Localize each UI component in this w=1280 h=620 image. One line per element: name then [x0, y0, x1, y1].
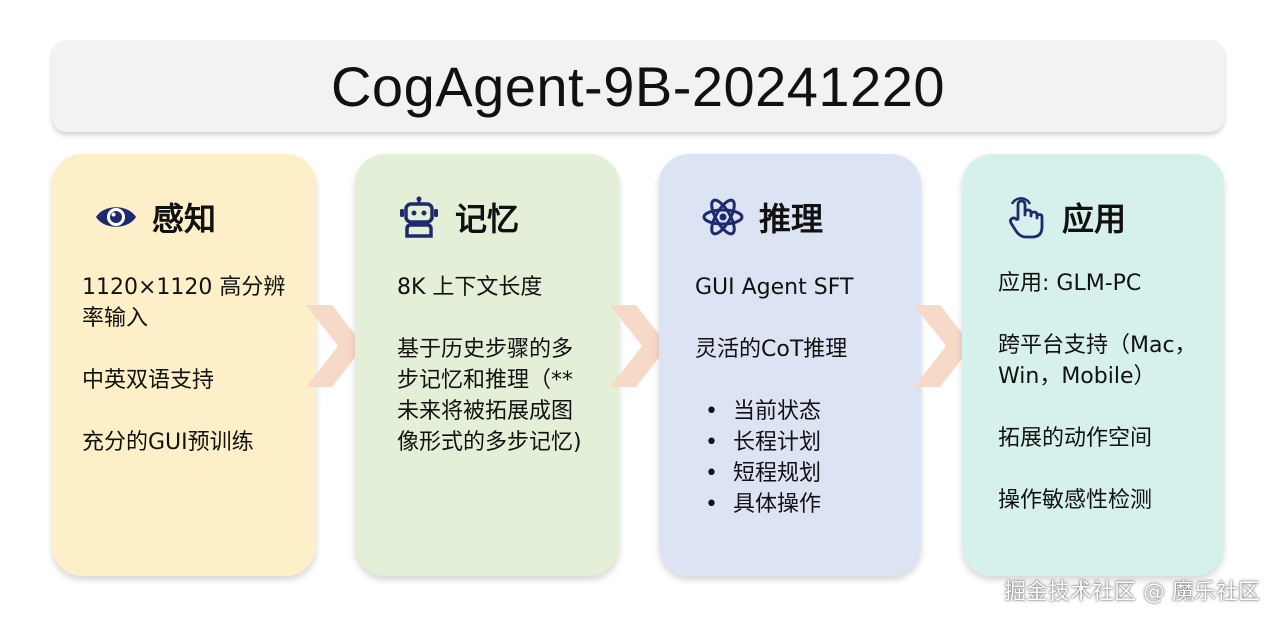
- watermark: 掘金技术社区 @ 魔乐社区: [1004, 580, 1260, 605]
- bullet-item: 当前状态: [695, 396, 903, 427]
- eye-icon: [94, 195, 138, 239]
- pointer-hand-icon: [1004, 195, 1048, 239]
- bullet-item: 短程规划: [695, 458, 903, 489]
- card-title: 推理: [759, 200, 824, 238]
- card-item: GUI Agent SFT: [695, 275, 854, 300]
- card-item: 中英双语支持: [82, 368, 215, 393]
- card-item: 操作敏感性检测: [998, 488, 1153, 513]
- card-item: 拓展的动作空间: [998, 426, 1153, 451]
- card-item: 基于历史步骤的多步记忆和推理（** 未来将被拓展成图像形式的多步记忆): [397, 337, 582, 455]
- card-body: 应用: GLM-PC 跨平台支持（Mac，Win，Mobile） 拓展的动作空间…: [998, 268, 1214, 547]
- card-header: 推理: [701, 194, 823, 240]
- card-title: 感知: [152, 200, 217, 238]
- card-item: 1120×1120 高分辨率输入: [82, 275, 286, 331]
- card-item: 跨平台支持（Mac，Win，Mobile）: [998, 333, 1197, 389]
- card-title: 记忆: [455, 200, 520, 238]
- card-reasoning: 推理 GUI Agent SFT 灵活的CoT推理 当前状态 长程计划 短程规划…: [659, 154, 921, 576]
- card-perception: 感知 1120×1120 高分辨率输入 中英双语支持 充分的GUI预训练: [52, 154, 316, 576]
- bullet-item: 具体操作: [695, 489, 903, 520]
- card-application: 应用 应用: GLM-PC 跨平台支持（Mac，Win，Mobile） 拓展的动…: [962, 154, 1224, 576]
- diagram-title: CogAgent-9B-20241220: [330, 54, 946, 118]
- card-item: 应用: GLM-PC: [998, 271, 1142, 296]
- card-body: 1120×1120 高分辨率输入 中英双语支持 充分的GUI预训练: [82, 272, 298, 489]
- atom-icon: [701, 195, 745, 239]
- title-banner: CogAgent-9B-20241220: [52, 40, 1224, 132]
- card-header: 感知: [94, 194, 216, 240]
- card-item: 充分的GUI预训练: [82, 430, 254, 455]
- arrow-right-icon: [914, 305, 972, 387]
- card-body: 8K 上下文长度 基于历史步骤的多步记忆和推理（** 未来将被拓展成图像形式的多…: [397, 272, 593, 489]
- bullet-list: 当前状态 长程计划 短程规划 具体操作: [695, 396, 903, 520]
- card-title: 应用: [1062, 200, 1127, 238]
- card-memory: 记忆 8K 上下文长度 基于历史步骤的多步记忆和推理（** 未来将被拓展成图像形…: [355, 154, 619, 576]
- card-item: 灵活的CoT推理: [695, 337, 848, 362]
- card-header: 应用: [1004, 194, 1126, 240]
- robot-icon: [397, 195, 441, 239]
- arrow-right-icon: [306, 305, 364, 387]
- arrow-right-icon: [610, 305, 668, 387]
- bullet-item: 长程计划: [695, 427, 903, 458]
- card-header: 记忆: [397, 194, 519, 240]
- card-item: 8K 上下文长度: [397, 275, 543, 300]
- card-body: GUI Agent SFT 灵活的CoT推理 当前状态 长程计划 短程规划 具体…: [695, 272, 903, 520]
